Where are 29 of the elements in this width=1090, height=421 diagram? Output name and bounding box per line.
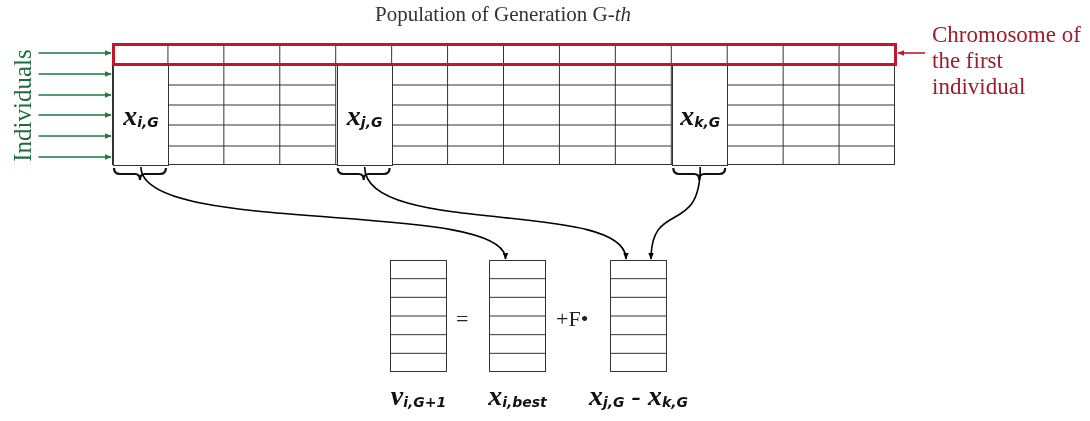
vector-label: v$_{i,G+1}$ xyxy=(389,382,448,410)
vector-label: x$_{k,G}$ xyxy=(680,101,721,130)
highlighted-row xyxy=(112,43,897,66)
vector-box xyxy=(390,260,447,372)
arrow xyxy=(37,133,112,139)
arrow xyxy=(37,112,112,118)
arrow xyxy=(140,166,507,260)
arrow xyxy=(363,166,627,260)
vector-box xyxy=(489,260,546,372)
population-table xyxy=(112,43,895,165)
vector-label: x$_{j,G}$ xyxy=(346,101,383,130)
vector-column xyxy=(113,65,169,166)
vector-column xyxy=(336,65,393,166)
arrow xyxy=(37,71,112,77)
vector-column xyxy=(672,65,729,166)
callout-text: Chromosome of the first individual xyxy=(932,22,1090,112)
arrow xyxy=(37,154,112,160)
vector-box xyxy=(610,260,667,372)
arrow xyxy=(37,50,112,56)
vector-label: x$_{i,best}$ xyxy=(487,382,548,410)
arrow xyxy=(37,92,112,98)
vector-label: x$_{i,G}$ xyxy=(123,101,159,130)
diagram-title: Population of Generation G-th xyxy=(373,2,632,27)
equation-operator: = xyxy=(456,306,469,332)
vector-label: x$_{j,G}$ - x$_{k,G}$ xyxy=(587,382,690,410)
rotated-label: Individuals xyxy=(9,48,35,162)
arrow xyxy=(648,166,702,260)
arrow xyxy=(897,50,926,56)
equation-operator: +F• xyxy=(556,306,589,332)
